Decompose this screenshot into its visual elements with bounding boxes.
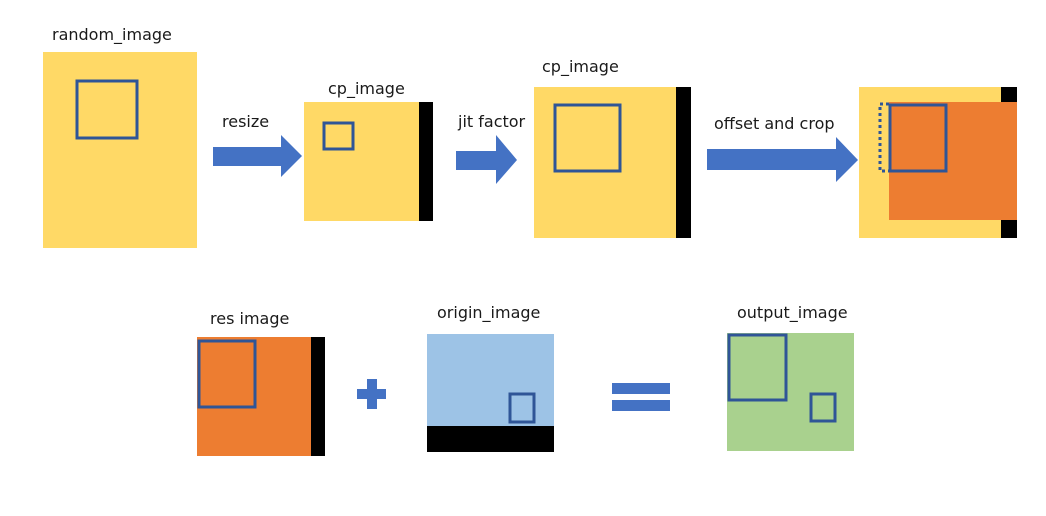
res-image-bbox	[197, 339, 257, 409]
label-cp-image-small: cp_image	[328, 79, 405, 99]
cp-image-small-bbox	[322, 121, 355, 151]
origin-image-pad	[427, 426, 554, 452]
original-bbox-dashed	[878, 102, 889, 173]
crop-region	[889, 102, 1017, 220]
random-image-bbox	[75, 79, 139, 140]
label-jit-factor: jit factor	[457, 112, 526, 131]
label-resize: resize	[222, 112, 269, 131]
cp-image-small-pad	[419, 102, 433, 221]
label-res-image: res image	[210, 309, 289, 328]
output-image	[727, 333, 854, 451]
cp-image-small	[304, 102, 419, 221]
cp-image-large-bbox	[553, 103, 622, 173]
label-cp-image-large: cp_image	[542, 57, 619, 77]
jit-factor-arrow-icon	[456, 135, 517, 184]
plus-icon	[357, 379, 386, 409]
equals-icon-top	[612, 383, 670, 394]
equals-icon-bottom	[612, 400, 670, 411]
cp-image-large-pad	[676, 87, 691, 238]
random-image	[43, 52, 197, 248]
cp-image-large	[534, 87, 676, 238]
label-offset-and-crop: offset and crop	[714, 114, 835, 133]
label-origin-image: origin_image	[437, 303, 540, 323]
output-bbox-original	[809, 392, 837, 423]
crop-bbox	[888, 103, 948, 173]
label-output-image: output_image	[737, 303, 848, 323]
output-bbox-pasted	[727, 333, 788, 402]
origin-image-bbox	[508, 392, 536, 424]
offset-crop-arrow-icon	[707, 137, 858, 182]
resize-arrow-icon	[213, 135, 302, 177]
label-random-image: random_image	[52, 25, 172, 45]
res-image-pad	[311, 337, 325, 456]
